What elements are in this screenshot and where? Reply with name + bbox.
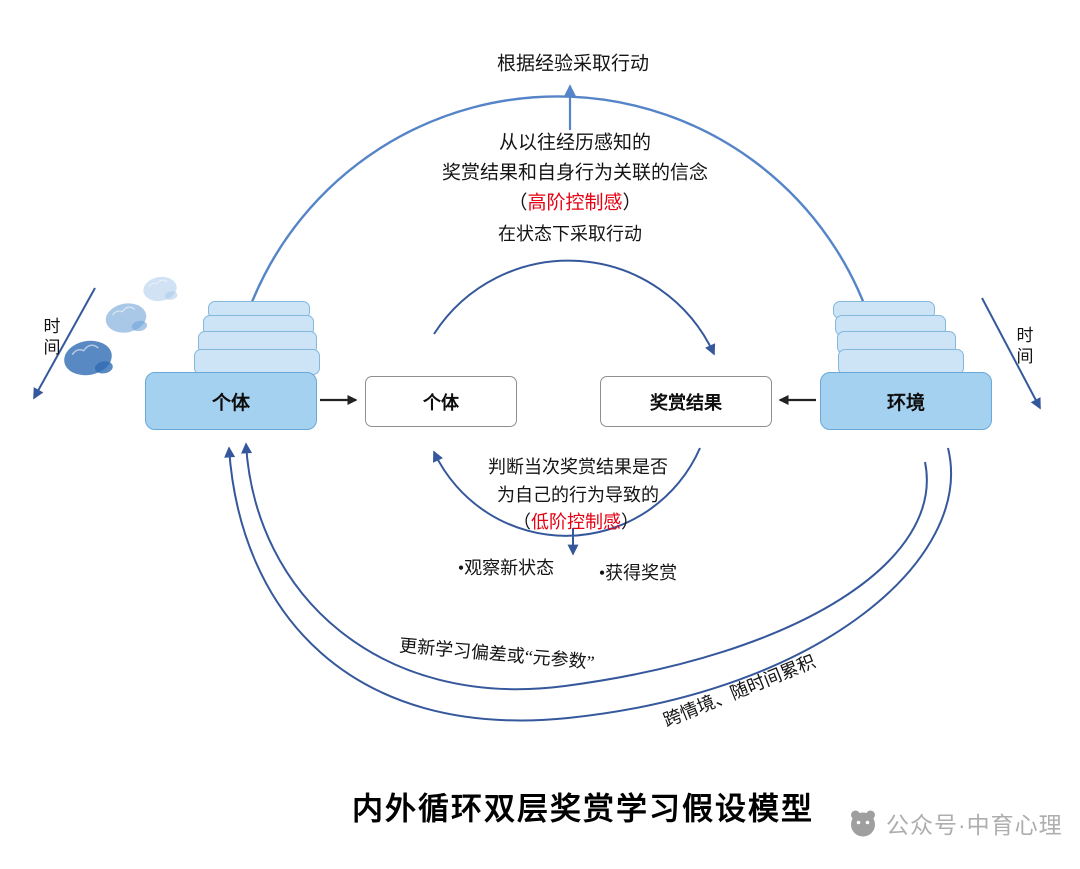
outer-loop-bottom-arc-inner xyxy=(241,442,928,691)
top-action-label: 根据经验采取行动 xyxy=(496,53,650,75)
reward-outcome-label: 奖赏结果 xyxy=(650,392,722,413)
get-reward-label: •获得奖赏 xyxy=(598,563,678,583)
inner-loop-bottom-arc xyxy=(433,447,701,537)
state-action-label: 在状态下采取行动 xyxy=(498,224,642,244)
high-order-control-line: （高阶控制感） xyxy=(508,188,641,215)
agent-box-inner: 个体 xyxy=(365,376,517,427)
brain-icon-medium xyxy=(105,303,148,333)
judge-line-1: 判断当次奖赏结果是否 xyxy=(488,457,668,477)
brain-icon-dark xyxy=(64,340,113,376)
paren-open: （ xyxy=(513,512,531,532)
belief-line-1: 从以往经历感知的 xyxy=(498,132,652,154)
time-arrow-right xyxy=(981,297,1041,410)
agent-box-outer-label: 个体 xyxy=(211,392,250,414)
low-order-control-line: （低阶控制感） xyxy=(513,508,639,534)
time-label-left: 时间 xyxy=(40,317,60,359)
agent-box-inner-label: 个体 xyxy=(423,392,459,413)
judge-line-2: 为自己的行为导致的 xyxy=(497,485,659,505)
environment-box-label: 环境 xyxy=(886,392,925,414)
watermark: 公众号·中育心理 xyxy=(848,806,1063,840)
environment-box: 环境 xyxy=(820,372,992,430)
belief-line-2: 奖赏结果和自身行为关联的信念 xyxy=(441,162,709,184)
paren-open: （ xyxy=(508,192,528,214)
agent-box-outer: 个体 xyxy=(145,372,317,430)
time-label-right: 时间 xyxy=(1013,326,1033,368)
outer-loop-bottom-arc-outer xyxy=(224,446,953,722)
paren-close: ） xyxy=(622,192,642,214)
diagram-title: 内外循环双层奖赏学习假设模型 xyxy=(352,791,814,827)
observe-state-label: •观察新状态 xyxy=(457,558,555,578)
low-order-control-text: 低阶控制感 xyxy=(531,512,621,532)
paren-close: ） xyxy=(621,512,639,532)
time-arrow-left xyxy=(33,287,96,400)
watermark-logo-icon xyxy=(851,810,875,837)
inner-loop-top-arc xyxy=(433,259,716,356)
reward-outcome-box: 奖赏结果 xyxy=(600,376,772,427)
environment-stack-layer-1 xyxy=(838,349,964,375)
watermark-text: 公众号·中育心理 xyxy=(886,812,1063,838)
high-order-control-text: 高阶控制感 xyxy=(527,192,623,214)
brain-icon-light xyxy=(143,276,178,302)
